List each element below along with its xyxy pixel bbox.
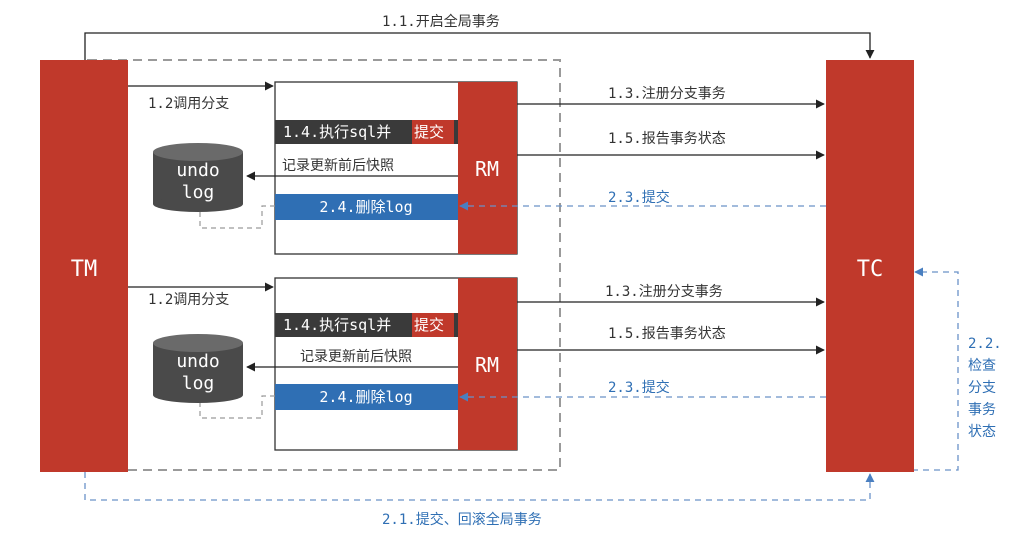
branch-2: RM 1.2调用分支 1.4.执行sql并 提交 记录更新前后快照 2.4.删除… bbox=[128, 277, 826, 451]
check-status-line-2: 检查 bbox=[968, 358, 996, 374]
exec-sql-label: 1.4.执行sql并 bbox=[283, 123, 391, 141]
record-snapshot-label: 记录更新前后快照 bbox=[282, 157, 394, 174]
db-line-1: undo bbox=[176, 351, 219, 372]
delete-log-dashed bbox=[199, 395, 275, 419]
check-status-line-3: 分支 bbox=[968, 380, 996, 396]
check-status-line-4: 事务 bbox=[968, 402, 996, 418]
call-branch-label: 1.2调用分支 bbox=[148, 292, 229, 308]
tm-block bbox=[40, 60, 128, 472]
delete-log-label: 2.4.删除log bbox=[319, 198, 412, 216]
undo-log-db: undo log bbox=[153, 143, 243, 212]
check-status-loop bbox=[912, 267, 959, 471]
tc-block bbox=[826, 60, 914, 472]
check-status-line-5: 状态 bbox=[968, 424, 996, 440]
check-status-line-1: 2.2. bbox=[968, 336, 1002, 352]
rm-block bbox=[458, 278, 517, 450]
rm-label: RM bbox=[475, 157, 499, 181]
begin-global-arrow bbox=[84, 32, 875, 60]
begin-global-label: 1.1.开启全局事务 bbox=[382, 13, 500, 30]
register-branch-label: 1.3.注册分支事务 bbox=[608, 86, 726, 102]
commit-highlight bbox=[412, 120, 454, 144]
branch-1: RM 1.2调用分支 1.4.执行sql并 提交 记录更新前后快照 2.4.删除… bbox=[128, 81, 826, 255]
commit-rollback-global-label: 2.1.提交、回滚全局事务 bbox=[382, 511, 542, 528]
branch-container-dashed bbox=[87, 59, 561, 471]
record-snapshot-label: 记录更新前后快照 bbox=[300, 348, 412, 365]
commit-branch-label: 2.3.提交 bbox=[608, 379, 670, 396]
delete-log-label: 2.4.删除log bbox=[319, 388, 412, 406]
call-branch-label: 1.2调用分支 bbox=[148, 96, 229, 112]
delete-log-bar bbox=[275, 384, 458, 410]
rm-label: RM bbox=[475, 353, 499, 377]
db-line-2: log bbox=[182, 182, 215, 203]
register-branch-label: 1.3.注册分支事务 bbox=[605, 284, 723, 300]
tc-label: TC bbox=[857, 257, 884, 282]
undo-log-db: undo log bbox=[153, 334, 243, 403]
commit-rollback-global-arrow bbox=[84, 472, 875, 501]
report-status-label: 1.5.报告事务状态 bbox=[608, 326, 726, 342]
delete-log-dashed bbox=[199, 205, 275, 229]
db-line-1: undo bbox=[176, 160, 219, 181]
commit-highlight bbox=[412, 313, 454, 337]
tm-label: TM bbox=[71, 257, 98, 282]
delete-log-bar bbox=[275, 194, 458, 220]
exec-commit-label: 提交 bbox=[414, 123, 444, 141]
report-status-label: 1.5.报告事务状态 bbox=[608, 131, 726, 147]
exec-sql-label: 1.4.执行sql并 bbox=[283, 316, 391, 334]
exec-commit-label: 提交 bbox=[414, 316, 444, 334]
rm-block bbox=[458, 82, 517, 254]
commit-branch-label: 2.3.提交 bbox=[608, 189, 670, 206]
db-line-2: log bbox=[182, 373, 215, 394]
